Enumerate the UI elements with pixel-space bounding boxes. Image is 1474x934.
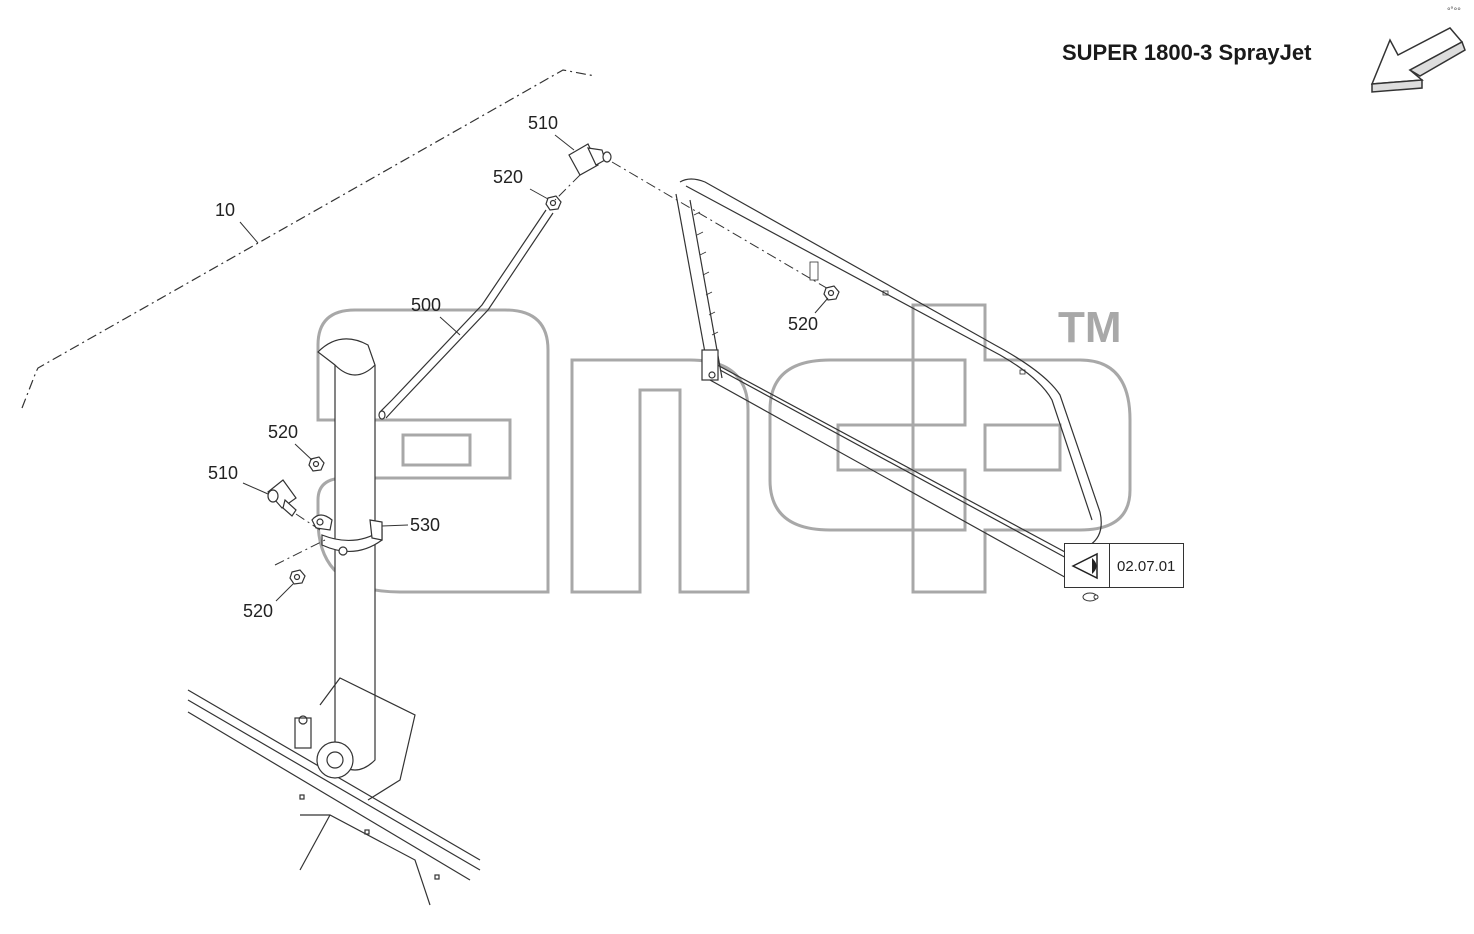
page-title: SUPER 1800-3 SprayJet (1062, 40, 1312, 65)
clamp-530 (311, 514, 383, 556)
callout-530: 530 (381, 515, 440, 535)
callout-500-label: 500 (411, 295, 441, 315)
eye-icon-graphic (1071, 552, 1098, 580)
callout-520-mid: 520 (268, 422, 313, 461)
fitting-510-top (568, 143, 612, 176)
callout-510-top-label: 510 (528, 113, 558, 133)
reference-link-box[interactable]: 02.07.01 (1064, 543, 1184, 588)
watermark-logo: TM (316, 303, 1132, 594)
callout-510-mid-label: 510 (208, 463, 238, 483)
mid-center-lines (274, 513, 326, 566)
vertical-pipe (317, 338, 376, 771)
watermark-letter-c (768, 358, 967, 532)
pipe-500 (378, 209, 554, 420)
callout-520-top: 520 (493, 167, 549, 200)
watermark-tm: TM (1058, 303, 1122, 352)
callout-520-mid-label: 520 (268, 422, 298, 442)
frame-bar-right (675, 178, 1102, 581)
callout-520-bottom-label: 520 (243, 601, 273, 621)
direction-arrow-icon (1370, 27, 1466, 93)
top-center-line (554, 161, 831, 291)
fitting-510-mid (267, 479, 297, 517)
callout-520-top-label: 520 (493, 167, 523, 187)
machine-outline-10 (21, 69, 596, 409)
callout-520-right-label: 520 (788, 314, 818, 334)
watermark-letter-m (570, 358, 750, 594)
reference-label[interactable]: 02.07.01 (1117, 558, 1176, 575)
machine-base (187, 677, 481, 906)
callout-530-label: 530 (410, 515, 440, 535)
callout-520-bottom: 520 (243, 583, 294, 621)
nut-520-right (823, 285, 840, 301)
callout-10: 10 (215, 200, 259, 244)
nut-520-top (545, 195, 562, 211)
nut-520-bottom (289, 569, 306, 585)
nut-520-mid (308, 456, 325, 472)
callout-520-right: 520 (788, 297, 829, 334)
callout-10-label: 10 (215, 200, 235, 220)
callout-500: 500 (411, 295, 461, 336)
callout-510-mid: 510 (208, 463, 269, 495)
frame-slots (693, 211, 1026, 375)
bolt-bottom-right (1082, 592, 1099, 602)
corner-mark: °˚°° (1447, 6, 1461, 16)
eye-icon (1065, 544, 1110, 587)
callout-510-top: 510 (528, 113, 575, 151)
watermark-letter-p (911, 303, 1132, 594)
watermark-letter-a (316, 308, 550, 594)
